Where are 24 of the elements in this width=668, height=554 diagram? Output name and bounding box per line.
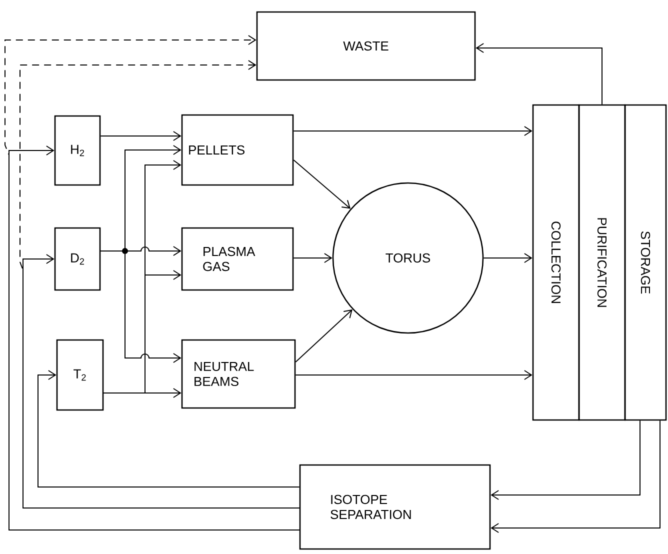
waste-box: WASTE bbox=[256, 11, 476, 81]
process-box: PLASMA GAS bbox=[181, 227, 294, 291]
column-box: COLLECTION bbox=[532, 104, 580, 421]
process-box: NEUTRAL BEAMS bbox=[181, 339, 296, 409]
arrow bbox=[100, 250, 182, 363]
arrow bbox=[293, 126, 532, 136]
supply-box: H$_{2}$ bbox=[54, 115, 101, 186]
supply-box: D$_{2}$ bbox=[54, 227, 101, 291]
arrow bbox=[103, 388, 182, 398]
arrow bbox=[476, 43, 602, 105]
arrow bbox=[483, 253, 532, 263]
arrow bbox=[490, 420, 660, 533]
process-box: PELLETS bbox=[181, 114, 294, 186]
arrow bbox=[293, 253, 332, 263]
arrow bbox=[295, 370, 532, 380]
supply-box: T$_{2}$ bbox=[56, 339, 104, 411]
arrow bbox=[295, 309, 352, 362]
arrow bbox=[100, 131, 182, 141]
column-box: STORAGE bbox=[624, 104, 667, 421]
arrow bbox=[293, 160, 351, 209]
process-box: ISOTOPE SEPARATION bbox=[299, 464, 491, 550]
column-box: PURIFICATION bbox=[578, 104, 626, 421]
arrow bbox=[490, 420, 640, 500]
arrow bbox=[38, 370, 300, 488]
